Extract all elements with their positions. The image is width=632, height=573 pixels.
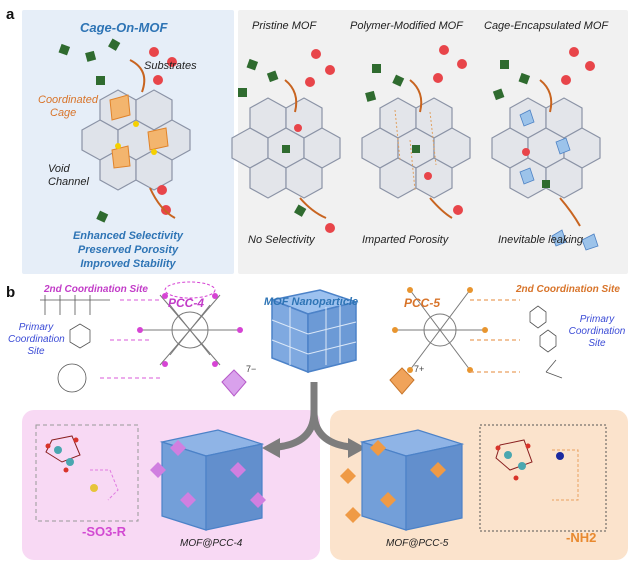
so3r-group-label: -SO3-R bbox=[82, 524, 127, 539]
cage-on-mof-title: Cage-On-MOF bbox=[80, 20, 168, 35]
pcc4-charge: 7− bbox=[246, 364, 257, 374]
cage-encapsulated-mof-title: Cage-Encapsulated MOF bbox=[484, 20, 609, 32]
pcc4-structure bbox=[140, 294, 240, 366]
coordinated-cage-label: Coordinated Cage bbox=[38, 94, 98, 119]
second-coordination-site-right: 2nd Coordination Site bbox=[516, 284, 620, 295]
second-coordination-site-left: 2nd Coordination Site bbox=[44, 284, 148, 295]
imparted-porosity-caption: Imparted Porosity bbox=[362, 234, 449, 246]
nh2-group-label: -NH2 bbox=[566, 530, 597, 545]
panel-a-letter: a bbox=[6, 6, 15, 23]
mof-pcc5-label: MOF@PCC-5 bbox=[386, 538, 449, 549]
mof-pcc4-label: MOF@PCC-4 bbox=[180, 538, 243, 549]
mof-pcc4-cube bbox=[159, 429, 265, 531]
mof-pcc5-cube bbox=[359, 429, 465, 531]
pcc4-label: PCC-4 bbox=[168, 296, 205, 310]
polymer-mof-title: Polymer-Modified MOF bbox=[350, 20, 463, 32]
primary-coordination-site-left: Primary Coordination Site bbox=[8, 322, 65, 357]
panel-b-letter: b bbox=[6, 284, 16, 301]
orange-cages bbox=[109, 94, 169, 169]
pristine-mof-title: Pristine MOF bbox=[252, 20, 317, 32]
void-channel-label: Void Channel bbox=[48, 163, 89, 188]
inevitable-leaking-caption: Inevitable leaking bbox=[498, 234, 584, 246]
mof-nanoparticle-label: MOF Nanoparticle bbox=[264, 296, 359, 308]
substrates-label: Substrates bbox=[144, 60, 197, 72]
pcc5-label: PCC-5 bbox=[404, 296, 441, 310]
benefits-list: Enhanced Selectivity Preserved Porosity … bbox=[72, 230, 184, 270]
pcc5-charge: 7+ bbox=[414, 364, 425, 374]
pcc5-structure bbox=[395, 289, 485, 371]
primary-coordination-site-right: Primary Coordination Site bbox=[568, 314, 626, 349]
no-selectivity-caption: No Selectivity bbox=[248, 234, 315, 246]
